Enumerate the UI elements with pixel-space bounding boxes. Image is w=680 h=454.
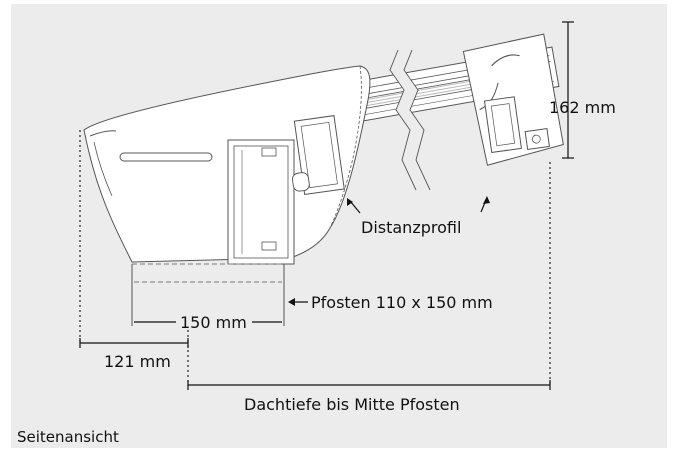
spacer-profile	[292, 115, 345, 196]
extension-lines	[79, 130, 551, 386]
front-cover-profile	[83, 65, 371, 263]
drawing-break	[389, 49, 431, 191]
spacer-label: Distanzprofil	[361, 218, 461, 237]
spacer-pointers	[347, 196, 490, 214]
post-arrow	[288, 298, 308, 306]
gutter-end-cap	[462, 33, 564, 166]
depth-dimension	[187, 380, 551, 390]
post-label: Pfosten 110 x 150 mm	[311, 293, 493, 312]
post-width-label: 150 mm	[180, 313, 247, 332]
depth-label: Dachtiefe bis Mitte Pfosten	[244, 395, 460, 414]
height-dimension-label: 162 mm	[549, 98, 616, 117]
overhang-dimension	[79, 338, 189, 348]
post-lower-dashed	[131, 263, 285, 326]
post-profile	[227, 139, 295, 265]
overhang-label: 121 mm	[104, 352, 171, 371]
view-caption: Seitenansicht	[17, 428, 119, 446]
height-dimension	[562, 21, 574, 159]
